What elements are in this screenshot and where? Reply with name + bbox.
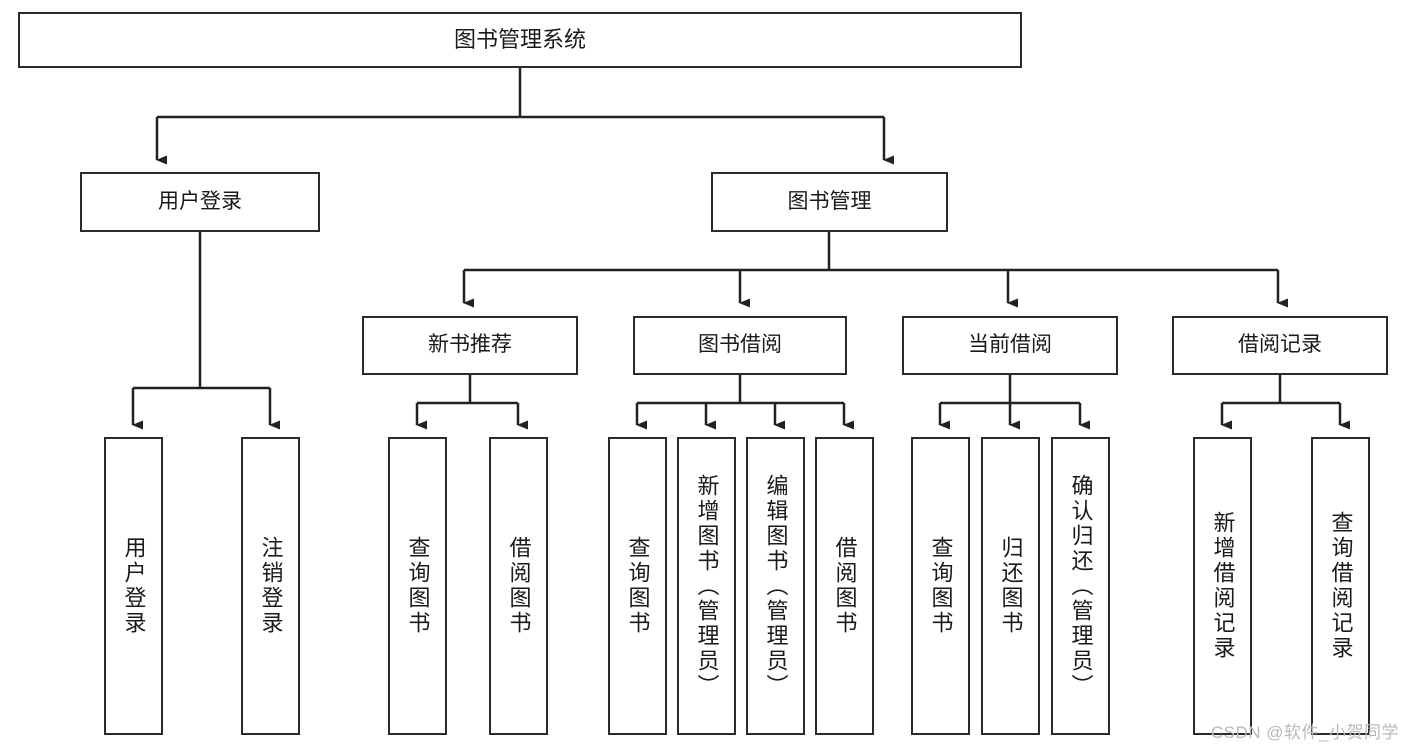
node-leaf-confirm-return[interactable]: 确认归还（管理员）	[1051, 437, 1110, 735]
node-leaf-query-book-1[interactable]: 查询图书	[388, 437, 447, 735]
node-leaf-logout-label: 注销登录	[258, 536, 284, 636]
node-book-borrow[interactable]: 图书借阅	[633, 316, 847, 375]
node-leaf-query-book-2-label: 查询图书	[625, 536, 651, 636]
node-leaf-add-book[interactable]: 新增图书（管理员）	[677, 437, 736, 735]
node-root[interactable]: 图书管理系统	[18, 12, 1022, 68]
node-current-borrow[interactable]: 当前借阅	[902, 316, 1118, 375]
node-leaf-query-record[interactable]: 查询借阅记录	[1311, 437, 1370, 735]
node-borrow-record-label: 借阅记录	[1238, 333, 1322, 357]
watermark: CSDN @软件_小贺同学	[1210, 723, 1399, 742]
node-leaf-user-login-label: 用户登录	[121, 536, 147, 636]
node-leaf-query-book-3-label: 查询图书	[928, 536, 954, 636]
node-leaf-query-book-3[interactable]: 查询图书	[911, 437, 970, 735]
node-book-manage-label: 图书管理	[787, 189, 872, 213]
node-user-login-label: 用户登录	[158, 189, 242, 213]
node-book-borrow-label: 图书借阅	[698, 333, 782, 357]
node-leaf-borrow-book-1-label: 借阅图书	[506, 536, 532, 636]
node-leaf-query-record-label: 查询借阅记录	[1328, 511, 1354, 661]
node-book-manage[interactable]: 图书管理	[711, 172, 948, 232]
node-new-book-rec-label: 新书推荐	[428, 333, 512, 357]
node-leaf-query-book-2[interactable]: 查询图书	[608, 437, 667, 735]
node-leaf-user-login[interactable]: 用户登录	[104, 437, 163, 735]
node-leaf-add-record-label: 新增借阅记录	[1210, 511, 1236, 661]
node-leaf-add-book-label: 新增图书（管理员）	[694, 473, 720, 699]
node-leaf-return-book-label: 归还图书	[998, 536, 1024, 636]
node-root-label: 图书管理系统	[453, 27, 586, 53]
node-leaf-add-record[interactable]: 新增借阅记录	[1193, 437, 1252, 735]
node-leaf-query-book-1-label: 查询图书	[405, 536, 431, 636]
node-new-book-rec[interactable]: 新书推荐	[362, 316, 578, 375]
node-leaf-borrow-book-2-label: 借阅图书	[832, 536, 858, 636]
node-user-login[interactable]: 用户登录	[80, 172, 320, 232]
node-leaf-edit-book[interactable]: 编辑图书（管理员）	[746, 437, 805, 735]
node-leaf-borrow-book-1[interactable]: 借阅图书	[489, 437, 548, 735]
node-borrow-record[interactable]: 借阅记录	[1172, 316, 1388, 375]
node-leaf-edit-book-label: 编辑图书（管理员）	[763, 473, 789, 699]
node-current-borrow-label: 当前借阅	[968, 333, 1052, 357]
node-leaf-return-book[interactable]: 归还图书	[981, 437, 1040, 735]
node-leaf-logout[interactable]: 注销登录	[241, 437, 300, 735]
node-leaf-confirm-return-label: 确认归还（管理员）	[1068, 473, 1094, 699]
node-leaf-borrow-book-2[interactable]: 借阅图书	[815, 437, 874, 735]
